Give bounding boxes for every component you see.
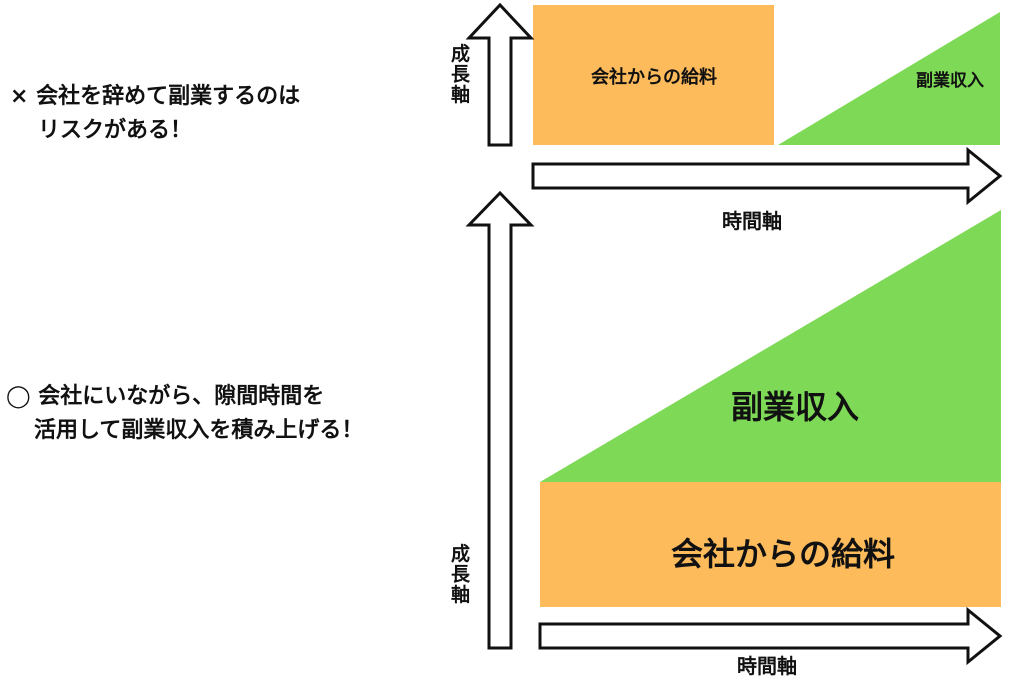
scenario-bad-caption-line2: リスクがある！ <box>38 118 193 143</box>
diagram-good: 副業収入 会社からの給料 成長軸 時間軸 <box>451 190 1003 678</box>
bad-growth-axis-arrow <box>465 2 535 147</box>
scenario-good-caption-line2: 活用して副業収入を積み上げる！ <box>34 418 364 443</box>
bad-salary-label: 会社からの給料 <box>591 66 717 88</box>
bad-salary-block <box>533 5 774 145</box>
bad-side-income-label: 副業収入 <box>916 70 984 91</box>
bad-time-axis-arrow <box>531 146 1003 206</box>
good-time-axis-arrow <box>538 606 1003 666</box>
scenario-bad-caption: × 会社を辞めて副業するのは リスクがある！ <box>10 80 300 148</box>
bad-side-income-wedge <box>778 12 1000 145</box>
scenario-good-caption-line1: ◯ 会社にいながら、隙間時間を <box>6 384 325 409</box>
diagram-bad: 会社からの給料 副業収入 成長軸 時間軸 <box>451 2 1003 233</box>
good-salary-label: 会社からの給料 <box>671 535 895 573</box>
good-growth-axis-arrow <box>465 190 535 650</box>
bad-time-axis-label: 時間軸 <box>722 209 782 233</box>
good-time-axis-label: 時間軸 <box>737 654 797 678</box>
scenario-good-caption: ◯ 会社にいながら、隙間時間を 活用して副業収入を積み上げる！ <box>6 380 363 448</box>
scenario-bad-caption-line1: × 会社を辞めて副業するのは <box>10 84 301 109</box>
good-salary-block <box>540 482 1001 607</box>
good-growth-axis-label: 成長軸 <box>451 542 471 606</box>
bad-growth-axis-label: 成長軸 <box>451 42 471 106</box>
good-side-income-label: 副業収入 <box>731 388 859 426</box>
good-side-income-wedge <box>540 210 1001 482</box>
